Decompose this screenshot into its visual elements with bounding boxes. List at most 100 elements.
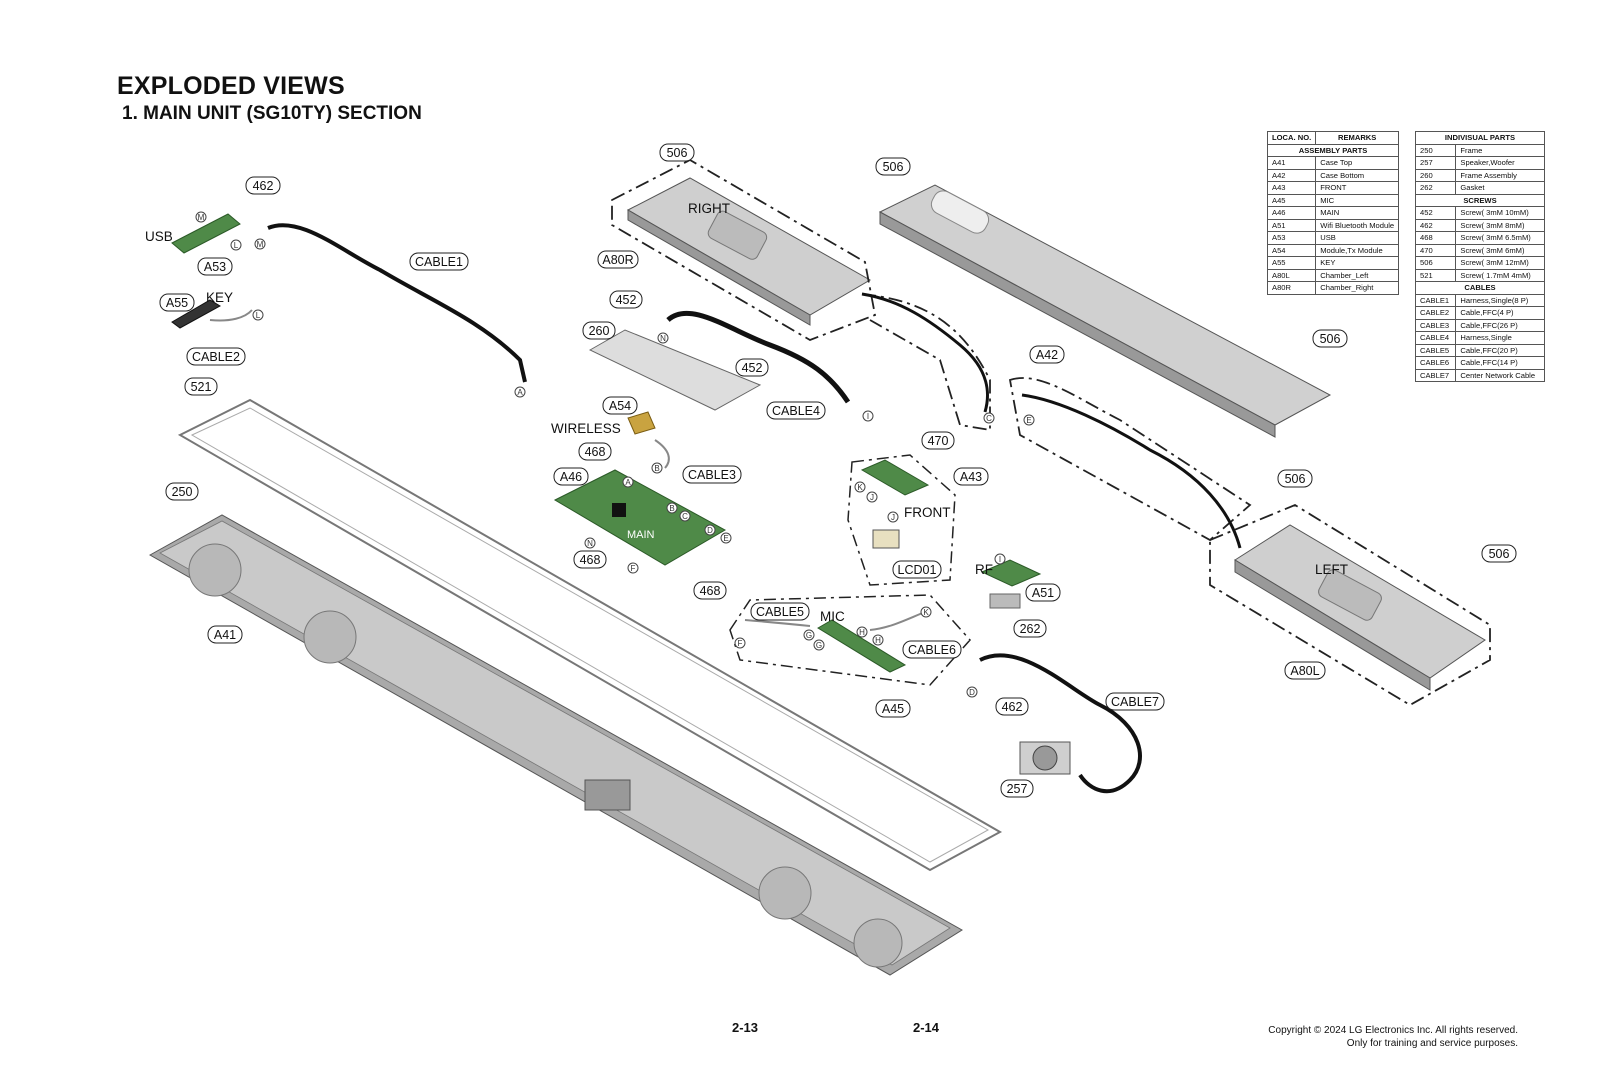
svg-text:257: 257 <box>1007 782 1028 796</box>
connector-marker: M <box>195 211 207 223</box>
callout-a45: A45 <box>875 699 911 718</box>
svg-text:C: C <box>986 414 992 423</box>
svg-text:468: 468 <box>700 584 721 598</box>
svg-text:F: F <box>631 564 636 573</box>
callout-a80r: A80R <box>597 250 639 269</box>
callout-262: 262 <box>1013 619 1047 638</box>
svg-text:L: L <box>256 311 261 320</box>
label-rf: RF <box>975 562 993 577</box>
svg-text:506: 506 <box>1489 547 1510 561</box>
callout-506-case: 506 <box>875 157 911 176</box>
connector-marker: A <box>622 476 634 488</box>
svg-text:A80L: A80L <box>1290 664 1319 678</box>
svg-text:CABLE1: CABLE1 <box>415 255 463 269</box>
connector-marker: H <box>856 626 868 638</box>
cable4-harness <box>666 310 851 404</box>
callout-470: 470 <box>921 431 955 450</box>
connector-marker: D <box>704 524 716 536</box>
callout-cable3: CABLE3 <box>682 465 742 484</box>
svg-text:A45: A45 <box>882 702 904 716</box>
callout-lcd01: LCD01 <box>892 560 942 579</box>
callout-462-woofer: 462 <box>995 697 1029 716</box>
connector-marker: C <box>983 412 995 424</box>
connector-marker: K <box>920 606 932 618</box>
connector-marker: F <box>627 562 639 574</box>
svg-text:J: J <box>891 513 895 522</box>
svg-text:D: D <box>707 526 713 535</box>
usb-board-part <box>171 213 241 254</box>
svg-text:H: H <box>859 628 865 637</box>
connector-marker: B <box>666 502 678 514</box>
page-number-left: 2-13 <box>732 1020 759 1035</box>
svg-text:A55: A55 <box>166 296 188 310</box>
connector-marker: I <box>862 410 874 422</box>
callout-468-left: 468 <box>573 550 607 569</box>
cables-section-label: CABLES <box>1415 281 1545 295</box>
copyright-notice: Copyright © 2024 LG Electronics Inc. All… <box>1268 1024 1518 1050</box>
connector-marker: L <box>252 309 264 321</box>
case-bottom-part <box>878 184 1332 438</box>
svg-text:K: K <box>923 608 929 617</box>
callout-cable1: CABLE1 <box>409 252 469 271</box>
callout-cable4: CABLE4 <box>766 401 826 420</box>
callout-a53: A53 <box>197 257 233 276</box>
connector-marker: E <box>720 532 732 544</box>
copyright-line: Copyright © 2024 LG Electronics Inc. All… <box>1268 1025 1518 1036</box>
svg-text:A54: A54 <box>609 399 631 413</box>
svg-text:G: G <box>816 641 822 650</box>
gasket-part <box>989 593 1021 609</box>
callout-506-left-right: 506 <box>1481 544 1517 563</box>
main-board-part <box>553 469 727 566</box>
svg-text:N: N <box>660 334 666 343</box>
svg-text:470: 470 <box>928 434 949 448</box>
svg-text:C: C <box>682 512 688 521</box>
chamber-left-cable <box>1021 393 1242 549</box>
individual-parts-header: INDIVISUAL PARTS <box>1415 131 1545 145</box>
mic-group-outline <box>729 594 972 686</box>
callout-250: 250 <box>165 482 199 501</box>
callout-cable2: CABLE2 <box>186 347 246 366</box>
svg-text:260: 260 <box>589 324 610 338</box>
connector-marker: F <box>734 637 746 649</box>
svg-text:462: 462 <box>253 179 274 193</box>
label-wireless: WIRELESS <box>551 421 621 436</box>
callout-a41: A41 <box>207 625 243 644</box>
label-mic: MIC <box>820 609 845 624</box>
connector-marker: K <box>854 481 866 493</box>
key-board-part <box>171 299 222 329</box>
page-title: EXPLODED VIEWS <box>117 72 345 100</box>
svg-text:CABLE6: CABLE6 <box>908 643 956 657</box>
svg-text:L: L <box>234 241 239 250</box>
connector-marker: A <box>514 386 526 398</box>
svg-text:506: 506 <box>883 160 904 174</box>
connector-marker: H <box>872 634 884 646</box>
callout-506-left-top: 506 <box>1277 469 1313 488</box>
svg-text:506: 506 <box>667 146 688 160</box>
svg-text:H: H <box>875 636 881 645</box>
col-loca-no: LOCA. NO. <box>1266 131 1317 145</box>
front-board-part <box>860 459 930 496</box>
case-top-part <box>148 514 963 976</box>
svg-text:250: 250 <box>172 485 193 499</box>
svg-text:462: 462 <box>1002 700 1023 714</box>
connector-marker: B <box>651 462 663 474</box>
svg-text:A41: A41 <box>214 628 236 642</box>
svg-text:506: 506 <box>1285 472 1306 486</box>
